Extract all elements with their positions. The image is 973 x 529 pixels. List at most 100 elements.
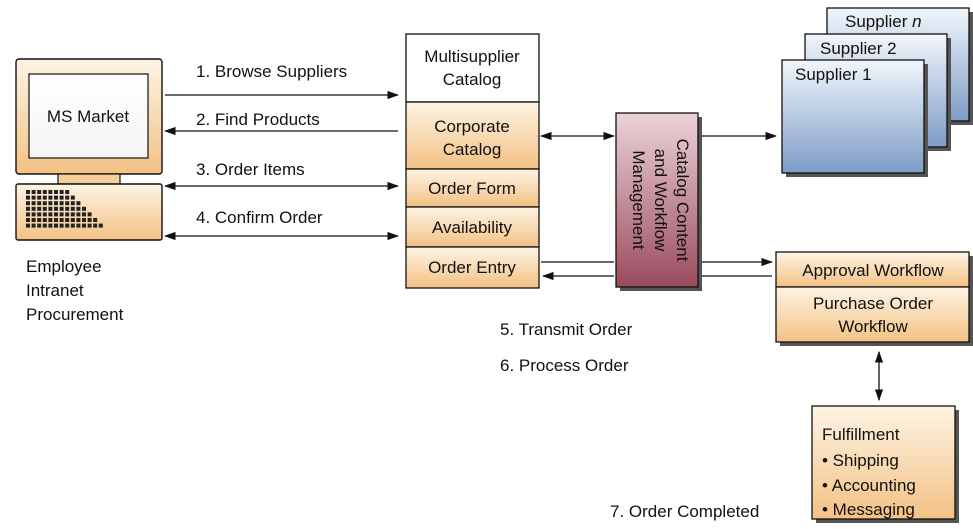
keyboard-key xyxy=(65,195,70,200)
order-form-label: Order Form xyxy=(428,179,516,198)
keyboard-key xyxy=(70,206,75,211)
keyboard-key xyxy=(42,201,47,206)
keyboard-key xyxy=(98,223,103,228)
fulfillment-item-shipping: • Shipping xyxy=(822,451,899,470)
keyboard-key xyxy=(70,218,75,222)
supplier-1-label: Supplier 1 xyxy=(795,65,872,84)
keyboard-key xyxy=(65,190,70,194)
supplier-1-box xyxy=(781,59,925,174)
keyboard-key xyxy=(37,190,42,194)
step-7-label: 7. Order Completed xyxy=(610,502,759,521)
purchase-order-workflow-box xyxy=(775,286,970,343)
keyboard-key xyxy=(31,212,36,217)
keyboard-key xyxy=(59,206,64,211)
keyboard-key xyxy=(87,218,92,222)
keyboard-key xyxy=(48,190,53,194)
step-3-label: 3. Order Items xyxy=(196,160,305,179)
keyboard-key xyxy=(37,195,42,200)
keyboard-key xyxy=(76,212,81,217)
computer-caption-line-2: Intranet xyxy=(26,281,84,300)
center-box-line-1: Catalog Content xyxy=(673,139,692,262)
keyboard-key xyxy=(59,212,64,217)
keyboard-key xyxy=(70,201,75,206)
monitor-neck xyxy=(57,173,121,185)
keyboard-key xyxy=(26,206,30,211)
keyboard-key xyxy=(26,218,30,222)
keyboard-key xyxy=(65,223,70,228)
keyboard-key xyxy=(37,218,42,222)
keyboard-key xyxy=(59,223,64,228)
corporate-line-1: Corporate xyxy=(434,117,510,136)
keyboard-key xyxy=(26,201,30,206)
keyboard-key xyxy=(37,206,42,211)
step-6-label: 6. Process Order xyxy=(500,356,629,375)
catalog-stack xyxy=(405,33,540,289)
keyboard-key xyxy=(54,201,58,206)
keyboard-key xyxy=(76,206,81,211)
keyboard-key xyxy=(42,223,47,228)
keyboard-key xyxy=(26,190,30,194)
keyboard-key xyxy=(42,206,47,211)
order-form-box xyxy=(405,168,540,208)
keyboard-key xyxy=(31,206,36,211)
keyboard-key xyxy=(31,218,36,222)
keyboard-key xyxy=(59,190,64,194)
keyboard-key xyxy=(59,195,64,200)
keyboard-key xyxy=(31,190,36,194)
keyboard-key xyxy=(26,212,30,217)
computer-caption-line-3: Procurement xyxy=(26,305,124,324)
corporate-catalog-box xyxy=(405,101,540,170)
keyboard-key xyxy=(82,223,86,228)
keyboard-key xyxy=(48,212,53,217)
keyboard-key xyxy=(87,212,92,217)
computer-screen-label: MS Market xyxy=(47,107,129,126)
keyboard-key xyxy=(59,218,64,222)
purchase-line-1: Purchase Order xyxy=(813,294,933,313)
keyboard-key xyxy=(37,223,42,228)
keyboard-key xyxy=(93,218,98,222)
multisupplier-line-1: Multisupplier xyxy=(424,47,520,66)
keyboard-key xyxy=(48,218,53,222)
fulfillment-title: Fulfillment xyxy=(822,425,900,444)
approval-workflow-label: Approval Workflow xyxy=(802,261,944,280)
keyboard-key xyxy=(54,190,58,194)
keyboard-key xyxy=(76,201,81,206)
keyboard-key xyxy=(42,190,47,194)
keyboard-key xyxy=(54,206,58,211)
order-entry-box xyxy=(405,246,540,289)
fulfillment-item-accounting: • Accounting xyxy=(822,476,916,495)
keyboard-key xyxy=(65,218,70,222)
keyboard-key xyxy=(42,218,47,222)
keyboard-key xyxy=(42,212,47,217)
multisupplier-catalog-box xyxy=(405,33,540,103)
order-entry-label: Order Entry xyxy=(428,258,516,277)
keyboard-key xyxy=(37,201,42,206)
step-5-label: 5. Transmit Order xyxy=(500,320,633,339)
center-box-line-3: Management xyxy=(629,150,648,250)
approval-workflow-box xyxy=(775,251,970,288)
keyboard-key xyxy=(42,195,47,200)
keyboard-key xyxy=(54,218,58,222)
keyboard-key xyxy=(70,212,75,217)
computer-caption-line-1: Employee xyxy=(26,257,102,276)
keyboard-key xyxy=(31,201,36,206)
availability-label: Availability xyxy=(432,218,513,237)
availability-box xyxy=(405,206,540,248)
monitor-screen xyxy=(28,73,149,159)
keyboard-key xyxy=(54,223,58,228)
supplier-stack xyxy=(781,7,973,177)
computer-base xyxy=(15,183,163,241)
keyboard-key xyxy=(26,195,30,200)
step-4-label: 4. Confirm Order xyxy=(196,208,323,227)
step-2-label: 2. Find Products xyxy=(196,110,320,129)
keyboard-key xyxy=(31,195,36,200)
center-box-line-2: and Workflow xyxy=(651,149,670,252)
keyboard-key xyxy=(54,212,58,217)
keyboard-key xyxy=(48,201,53,206)
supplier-2-label: Supplier 2 xyxy=(820,39,897,58)
corporate-line-2: Catalog xyxy=(443,140,502,159)
keyboard-key xyxy=(48,195,53,200)
keyboard-key xyxy=(26,223,30,228)
keyboard-key xyxy=(59,201,64,206)
catalog-content-workflow-box xyxy=(615,112,699,288)
